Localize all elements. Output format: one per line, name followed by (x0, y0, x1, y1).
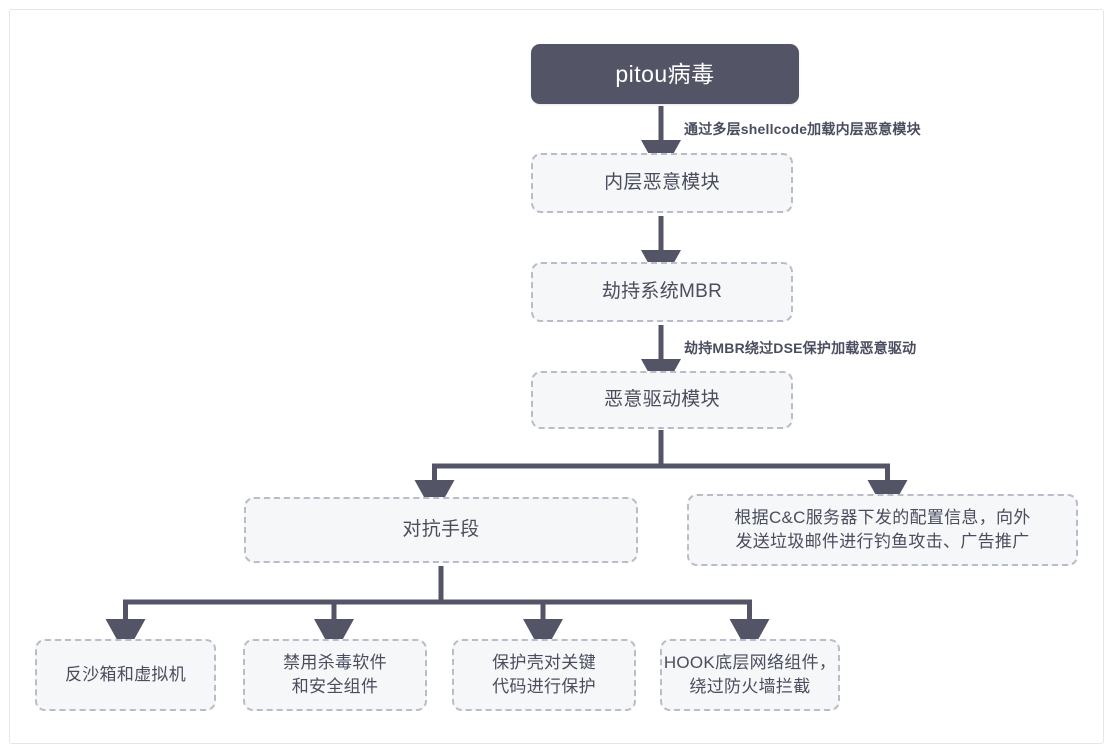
node-hijack-system-mbr[interactable]: 劫持系统MBR (531, 262, 793, 322)
node-packer-code-protection[interactable]: 保护壳对关键 代码进行保护 (452, 639, 636, 711)
edge-label-mbr-dse-bypass: 劫持MBR绕过DSE保护加载恶意驱动 (684, 340, 917, 356)
node-countermeasures[interactable]: 对抗手段 (244, 497, 638, 563)
node-inner-malicious-module[interactable]: 内层恶意模块 (531, 153, 793, 213)
edge-label-shellcode-loader: 通过多层shellcode加载内层恶意模块 (684, 121, 921, 137)
node-anti-sandbox-vm[interactable]: 反沙箱和虚拟机 (35, 639, 216, 711)
node-pitou-virus[interactable]: pitou病毒 (531, 44, 799, 104)
node-disable-antivirus[interactable]: 禁用杀毒软件 和安全组件 (243, 639, 427, 711)
node-cc-spam-phishing[interactable]: 根据C&C服务器下发的配置信息，向外 发送垃圾邮件进行钓鱼攻击、广告推广 (687, 494, 1078, 566)
node-hook-network-bypass-firewall[interactable]: HOOK底层网络组件， 绕过防火墙拦截 (660, 639, 840, 711)
node-malicious-driver-module[interactable]: 恶意驱动模块 (531, 371, 793, 429)
